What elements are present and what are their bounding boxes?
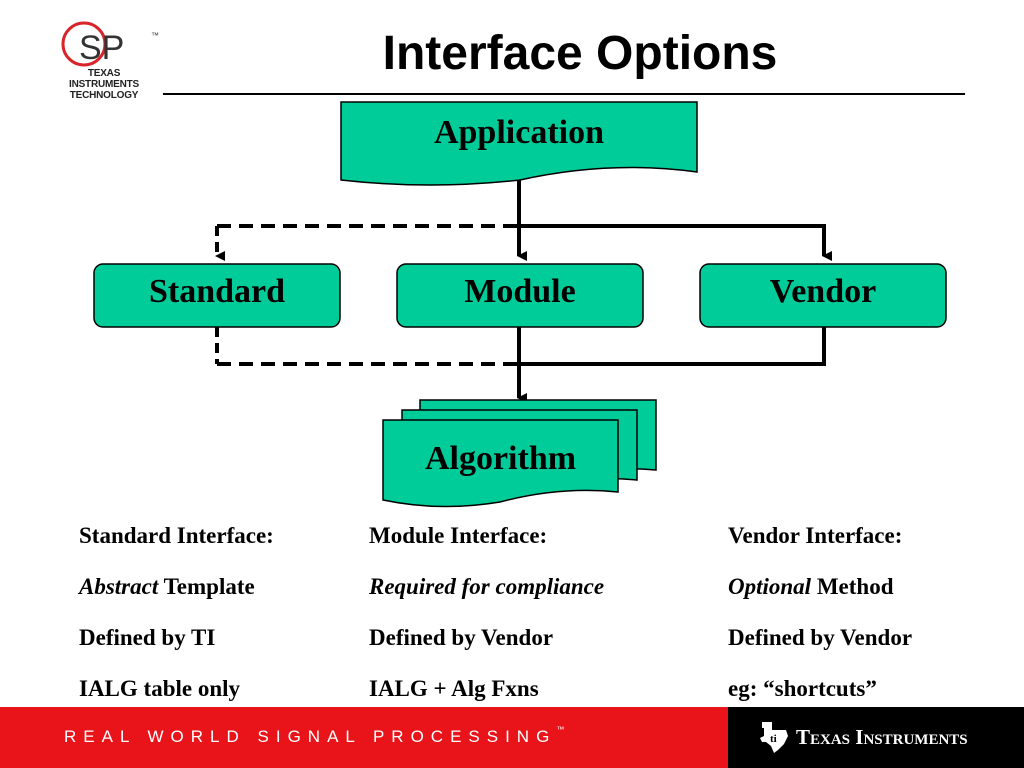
logo-caption-line1: TEXAS INSTRUMENTS [68,68,140,90]
algorithm-label: Algorithm [424,440,577,477]
algorithm-node [382,419,619,508]
module-description: Module Interface: Required for complianc… [369,510,604,714]
texas-state-icon: ti [760,722,788,753]
standard-line-3: Defined by TI [79,625,216,650]
vendor-label: Vendor [769,273,877,310]
vendor-description: Vendor Interface: Optional Method Define… [728,510,912,714]
footer-tagline: Real World Signal Processing™ [64,725,564,748]
texas-instruments-brand: ti Texas Instruments [728,707,1024,768]
standard-description: Standard Interface: Abstract Template De… [79,510,274,714]
interface-diagram [93,101,947,508]
page-title: Interface Options [382,27,778,80]
module-line-2: Required for compliance [369,561,604,612]
dsp-logo-tm: ™ [151,31,159,40]
standard-line-4: IALG table only [79,676,241,701]
vendor-line-2-italic: Optional [728,574,812,599]
dsp-logo-text: SP [79,29,124,67]
vendor-line-3: Defined by Vendor [728,625,913,650]
standard-heading: Standard Interface: [79,523,274,548]
title-divider [163,93,965,95]
standard-line-2: Abstract Template [79,561,274,612]
logo-caption: TEXAS INSTRUMENTS TECHNOLOGY [52,68,156,101]
standard-line-2-rest: Template [158,574,255,599]
module-line-4: IALG + Alg Fxns [369,676,539,701]
module-heading: Module Interface: [369,523,548,548]
footer-tagline-tm: ™ [556,725,565,734]
module-line-2-italic: Required for compliance [369,574,605,599]
texas-instruments-name: Texas Instruments [796,725,968,749]
logo-caption-line2: TECHNOLOGY [69,90,139,101]
standard-label: Standard [148,273,286,310]
module-label: Module [464,273,576,310]
vendor-line-2: Optional Method [728,561,912,612]
vendor-line-2-rest: Method [811,574,894,599]
svg-text:ti: ti [770,733,777,745]
vendor-heading: Vendor Interface: [728,523,903,548]
module-line-3: Defined by Vendor [369,625,554,650]
footer-tagline-text: Real World Signal Processing [64,727,557,746]
dsp-logo: SP ™ TEXAS INSTRUMENTS TECHNOLOGY [52,14,162,101]
vendor-line-4: eg: “shortcuts” [728,676,877,701]
footer-bar: Real World Signal Processing™ ti Texas I… [0,707,1024,768]
dsp-logo-mark: SP ™ [61,21,159,67]
application-node [340,101,698,186]
standard-line-2-italic: Abstract [79,574,159,599]
application-label: Application [433,114,605,151]
